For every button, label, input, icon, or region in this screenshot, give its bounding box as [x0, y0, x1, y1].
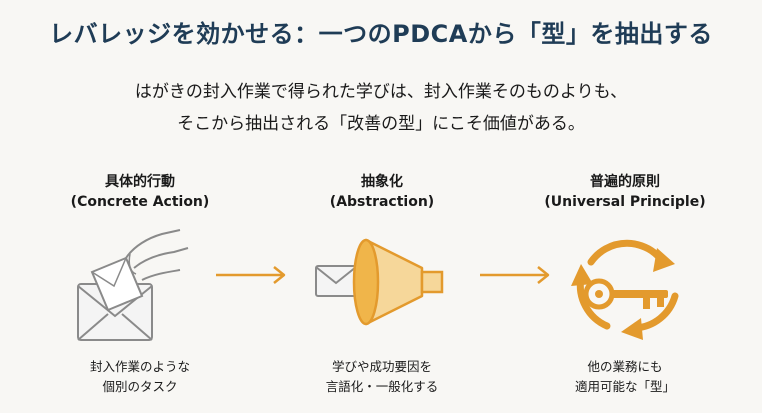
step-desc-line-1: 他の業務にも — [587, 359, 663, 374]
step-name-en: (Universal Principle) — [544, 194, 706, 210]
page-title: レバレッジを効かせる：一つのPDCAから「型」を抽出する — [49, 20, 713, 48]
step-desc-line-2: 言語化・一般化する — [325, 379, 439, 394]
step-description: 他の業務にも 適用可能な「型」 — [515, 357, 735, 397]
step-description: 封入作業のような 個別のタスク — [30, 357, 250, 397]
step-desc-line-1: 封入作業のような — [89, 359, 190, 374]
step-desc-line-1: 学びや成功要因を — [331, 359, 432, 374]
step-abstraction: 抽象化 (Abstraction) 学びや成功要因を 言語化・一般化する — [272, 172, 492, 394]
intro-text: はがきの封入作業で得られた学びは、封入作業そのものよりも、 そこから抽出される「… — [0, 76, 762, 140]
step-name-en: (Abstraction) — [329, 194, 435, 210]
arrow-right-icon — [216, 266, 286, 284]
arrow-right-icon — [480, 266, 550, 284]
step-name-ja: 具体的行動 — [105, 174, 175, 190]
step-name-en: (Concrete Action) — [70, 194, 210, 210]
step-desc-line-2: 個別のタスク — [102, 379, 178, 394]
step-desc-line-2: 適用可能な「型」 — [574, 379, 675, 394]
key-cycle-icon — [571, 239, 679, 340]
step-name-ja: 普遍的原則 — [590, 174, 660, 190]
intro-line-2: そこから抽出される「改善の型」にこそ価値がある。 — [177, 114, 585, 134]
envelope-hand-icon — [77, 229, 189, 341]
step-name-ja: 抽象化 — [361, 174, 403, 190]
intro-line-1: はがきの封入作業で得られた学びは、封入作業そのものよりも、 — [134, 82, 628, 102]
step-universal-principle: 普遍的原則 (Universal Principle) 他の業務にも 適用可能な… — [515, 172, 735, 394]
step-description: 学びや成功要因を 言語化・一般化する — [272, 357, 492, 397]
step-concrete-action: 具体的行動 (Concrete Action) 封入作業のような 個別のタスク — [30, 172, 250, 394]
funnel-envelope-icon — [315, 238, 444, 326]
